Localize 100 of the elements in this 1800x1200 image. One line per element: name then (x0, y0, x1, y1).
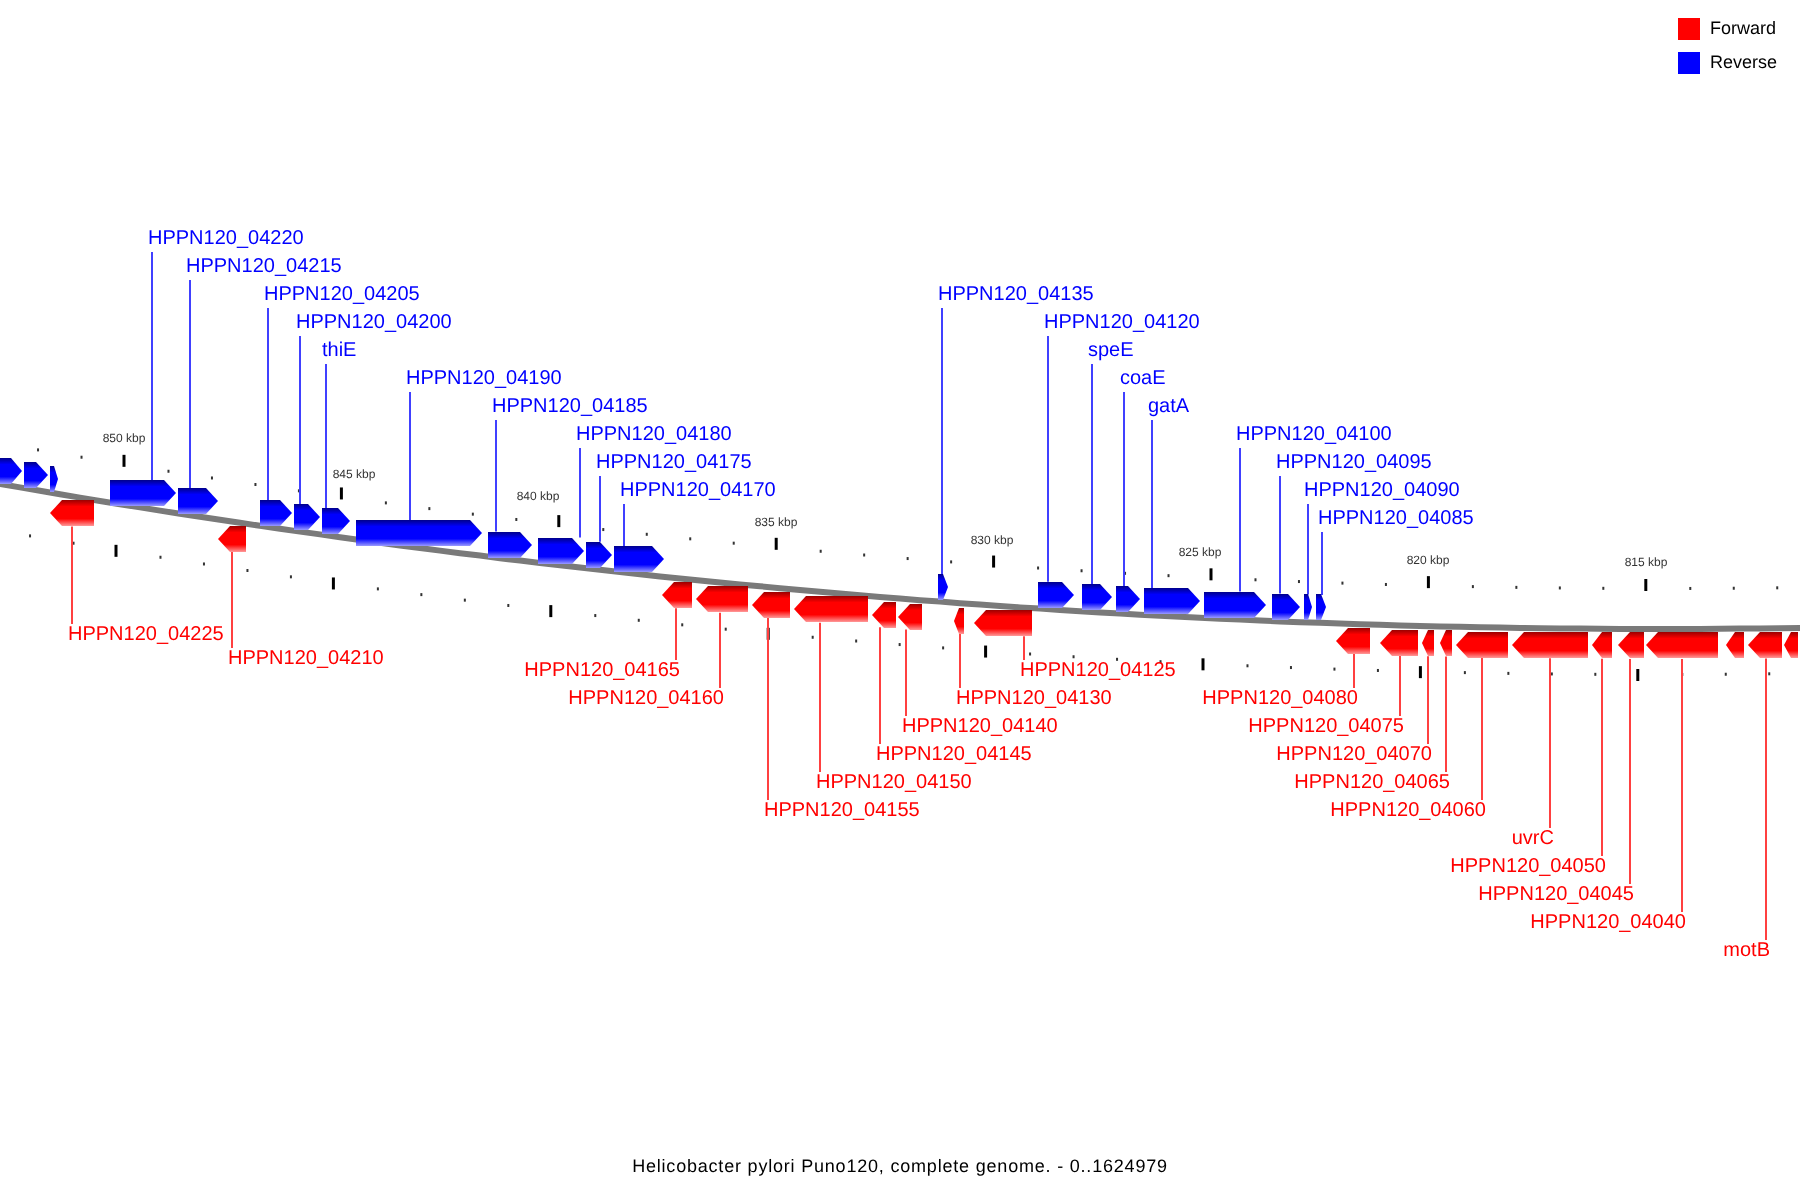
gene-label: HPPN120_04220 (148, 228, 304, 252)
gene-label: HPPN120_04045 (1478, 884, 1634, 908)
gene-label: HPPN120_04155 (764, 800, 920, 824)
gene-feature (1726, 632, 1744, 659)
leader-line (1307, 503, 1309, 596)
gene-feature (662, 582, 692, 609)
gene-feature (954, 607, 964, 634)
gene-feature (110, 480, 176, 507)
leader-line (299, 335, 301, 506)
gene-feature (1336, 628, 1370, 654)
gene-label: HPPN120_04140 (902, 716, 1058, 740)
gene-feature (1440, 630, 1452, 657)
leader-line (1321, 531, 1323, 596)
gene-label: HPPN120_04040 (1530, 912, 1686, 936)
gene-label: HPPN120_04090 (1304, 480, 1460, 504)
leader-line (1353, 653, 1355, 689)
leader-line (879, 626, 881, 745)
gene-label: motB (1723, 940, 1770, 964)
gene-label: HPPN120_04080 (1202, 688, 1358, 712)
gene-label: HPPN120_04180 (576, 424, 732, 448)
leader-line (941, 307, 943, 575)
gene-label: thiE (322, 340, 357, 364)
leader-line (151, 251, 153, 482)
gene-feature (356, 520, 482, 546)
gene-label: HPPN120_04095 (1276, 452, 1432, 476)
gene-feature (1144, 588, 1200, 615)
leader-line (1023, 635, 1025, 661)
gene-label: HPPN120_04065 (1294, 772, 1450, 796)
gene-feature (1316, 594, 1326, 621)
leader-line (1629, 657, 1631, 885)
leader-line (1549, 657, 1551, 829)
gene-feature (538, 537, 584, 564)
gene-feature (488, 531, 532, 558)
gene-label: HPPN120_04225 (68, 624, 224, 648)
gene-label: HPPN120_04165 (524, 660, 680, 684)
leader-line (719, 611, 721, 689)
gene-label: gatA (1148, 396, 1190, 420)
gene-feature (1082, 584, 1112, 611)
gene-label: HPPN120_04175 (596, 452, 752, 476)
leader-line (1151, 419, 1153, 590)
leader-line (1123, 391, 1125, 588)
leader-line (905, 628, 907, 717)
gene-label: HPPN120_04205 (264, 284, 420, 308)
gene-feature (260, 500, 292, 527)
gene-feature (178, 488, 218, 515)
gene-label: HPPN120_04060 (1330, 800, 1486, 824)
leader-line (1091, 363, 1093, 586)
gene-feature (0, 458, 22, 485)
gene-feature (794, 596, 868, 623)
gene-feature (752, 591, 790, 618)
leader-line (599, 475, 601, 543)
leader-line (495, 419, 497, 533)
gene-label: HPPN120_04190 (406, 368, 562, 392)
gene-label: HPPN120_04215 (186, 256, 342, 280)
gene-feature (1272, 593, 1300, 620)
gene-label: HPPN120_04145 (876, 744, 1032, 768)
leader-line (959, 632, 961, 689)
leader-line (1399, 654, 1401, 717)
gene-label: HPPN120_04120 (1044, 312, 1200, 336)
caption: Helicobacter pylori Puno120, complete genome. - 0..1624979 (632, 1156, 1168, 1176)
gene-label: HPPN120_04130 (956, 688, 1112, 712)
gene-feature (1422, 630, 1434, 657)
gene-label: HPPN120_04050 (1450, 856, 1606, 880)
gene-label: HPPN120_04135 (938, 284, 1094, 308)
leader-line (1047, 335, 1049, 583)
leader-line (1601, 657, 1603, 857)
gene-label: HPPN120_04150 (816, 772, 972, 796)
gene-feature (218, 525, 246, 552)
gene-feature (938, 573, 948, 600)
leader-line (675, 607, 677, 661)
gene-feature (294, 504, 320, 531)
leader-line (819, 621, 821, 773)
leader-line (579, 447, 581, 539)
gene-label: HPPN120_04200 (296, 312, 452, 336)
gene-label: HPPN120_04125 (1020, 660, 1176, 684)
gene-feature (322, 508, 350, 535)
leader-line (231, 550, 233, 649)
gene-feature (1204, 591, 1266, 618)
gene-label: speE (1088, 340, 1134, 364)
leader-line (1481, 656, 1483, 801)
gene-feature (1512, 632, 1588, 659)
gene-label: HPPN120_04100 (1236, 424, 1392, 448)
gene-label: HPPN120_04160 (568, 688, 724, 712)
gene-feature (50, 500, 94, 527)
leader-line (1279, 475, 1281, 595)
gene-feature (614, 546, 664, 573)
gene-feature (1038, 581, 1074, 608)
gene-label: HPPN120_04210 (228, 648, 384, 672)
gene-feature (1380, 629, 1418, 656)
legend-label: Reverse (1710, 52, 1778, 74)
leader-line (1239, 447, 1241, 593)
gene-feature (1592, 632, 1612, 659)
leader-line (189, 279, 191, 490)
gene-label: coaE (1120, 368, 1166, 392)
gene-feature (898, 603, 922, 630)
gene-feature (1456, 631, 1508, 658)
gene-feature (872, 601, 896, 628)
gene-label: HPPN120_04170 (620, 480, 776, 504)
gene-feature (696, 586, 748, 613)
leader-line (325, 363, 327, 510)
